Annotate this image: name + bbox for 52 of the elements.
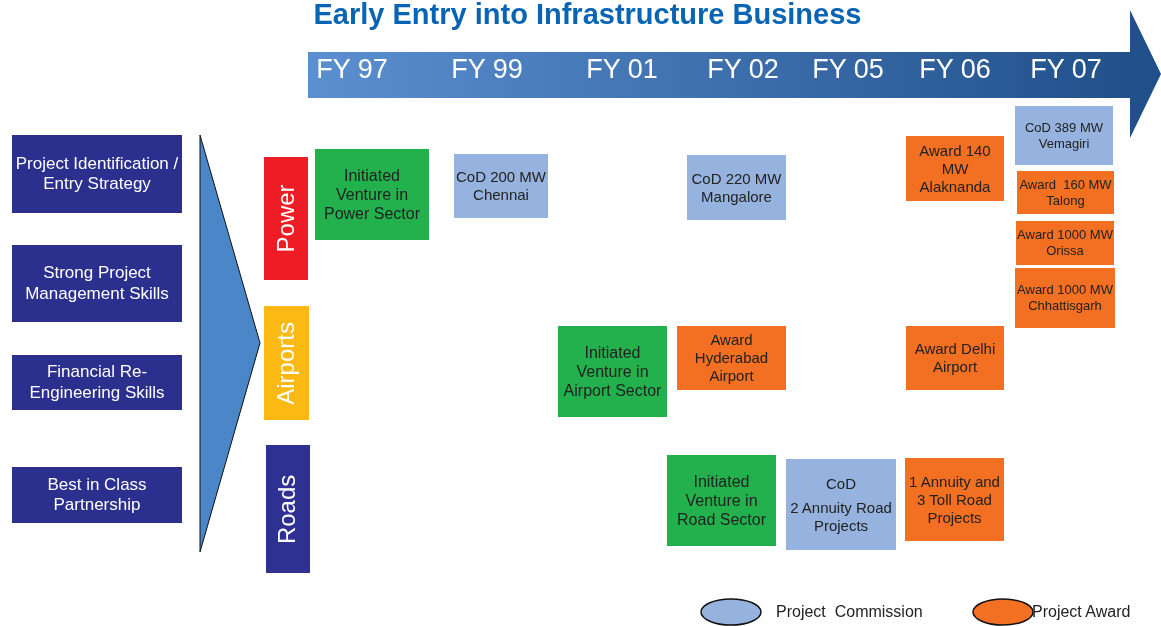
sector-bar (264, 306, 309, 420)
box-text: Award Hyderabad Airport (693, 331, 770, 385)
capability-box (12, 467, 182, 523)
box-text: CoD 220 MW Mangalore (690, 169, 783, 206)
year-label: FY 02 (707, 54, 779, 85)
box-text: Award Delhi Airport (913, 340, 997, 376)
milestone-box (667, 455, 776, 546)
milestone-box (1016, 221, 1114, 265)
box-text: Initiated Venture in Power Sector (322, 165, 421, 224)
box-text: Best in Class Partnership (46, 474, 148, 516)
sector-bar (266, 445, 310, 573)
box-text: Award 1000 MW Chhattisgarh (1016, 282, 1114, 314)
capability-box (12, 355, 182, 410)
milestone-box (315, 149, 429, 240)
box-text: Project Identification / Entry Strategy (14, 153, 180, 195)
box-text: Award 160 MW Talong (1018, 176, 1113, 209)
year-label: FY 06 (919, 54, 991, 85)
milestone-box (1015, 268, 1115, 328)
year-label: FY 07 (1030, 54, 1102, 85)
box-text: 1 Annuity and 3 Toll Road Projects (908, 472, 1001, 527)
year-label: FY 97 (316, 54, 388, 85)
box-text: Award 1000 MW Orissa (1016, 227, 1114, 259)
milestone-box (558, 326, 667, 417)
milestone-box (786, 459, 896, 550)
year-label: FY 01 (586, 54, 658, 85)
box-text: Strong Project Management Skills (24, 263, 170, 304)
year-label: FY 05 (812, 54, 884, 85)
sector-label: Roads (273, 474, 302, 544)
legend-label: Project Award (1032, 603, 1131, 621)
year-label: FY 99 (451, 54, 523, 85)
milestone-box (905, 458, 1004, 541)
milestone-box (906, 136, 1004, 201)
box-text: Award 140 MW Alaknanda (918, 141, 992, 196)
title: Early Entry into Infrastructure Business (312, 0, 863, 31)
milestone-box (454, 154, 548, 218)
milestone-box (687, 155, 786, 220)
milestone-box (1015, 106, 1113, 165)
sector-label: Power (271, 184, 300, 253)
box-text: CoD 200 MW Chennai (455, 168, 547, 204)
box-text: 2 Annuity Road Projects (789, 498, 893, 535)
box-text: CoD 389 MW Vemagiri (1024, 119, 1104, 152)
box-text: Initiated Venture in Road Sector (676, 471, 767, 530)
legend-label: Project Commission (776, 603, 923, 621)
box-text: CoD (826, 474, 856, 493)
capability-box (12, 245, 182, 322)
box-text: Financial Re-Engineering Skills (28, 362, 166, 403)
capability-box (12, 135, 182, 213)
milestone-box (677, 326, 786, 390)
box-text: Initiated Venture in Airport Sector (562, 342, 663, 401)
sector-label: Airports (272, 321, 301, 405)
sector-bar (264, 157, 308, 280)
milestone-box (906, 326, 1004, 390)
